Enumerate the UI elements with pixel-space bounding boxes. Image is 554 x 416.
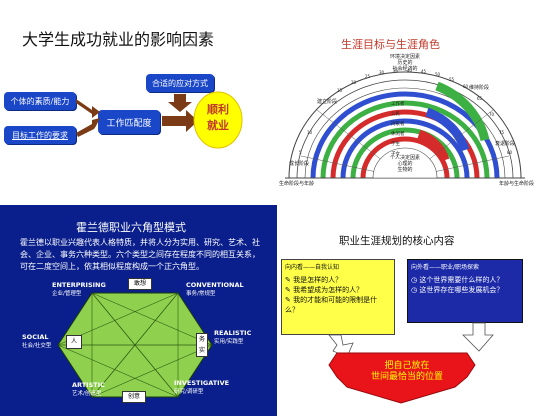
q4-arrows-banner xyxy=(328,322,494,404)
clock-icon: ◷ xyxy=(411,286,420,294)
age-tick-25: 25 xyxy=(365,74,371,79)
result-text: 顺利 就业 xyxy=(207,103,229,132)
q3-title: 霍兰德职业六角型模式 xyxy=(76,221,186,234)
job-requirement-box: 目标工作的要求 xyxy=(4,126,76,144)
rainbow-diagram xyxy=(285,71,525,179)
banner-text: 把自己放在 世间最恰当的位置 xyxy=(370,361,443,382)
life-stage-age-left: 生命阶段与年龄 xyxy=(279,181,315,187)
corner-investigative: INVESTIGATIVE 研究/调研型 xyxy=(174,379,230,395)
age-tick-80: 80 xyxy=(507,150,513,155)
hexagon-diagram xyxy=(57,292,213,398)
age-tick-15: 15 xyxy=(337,88,343,93)
down-arrow-icon xyxy=(168,94,192,112)
life-stage-age-right: 年龄与生命阶段 xyxy=(499,181,535,187)
age-tick-65: 65 xyxy=(477,96,483,101)
career-rainbow-panel: 生涯目标与生涯角色 环境决定因素 历史的 社会经济的 工作者 公民 持家者 xyxy=(277,0,554,205)
job-match-box: 工作匹配度 xyxy=(98,110,160,134)
corner-realistic: REALISTIC 实用/实践型 xyxy=(214,329,252,345)
stage-label-growth: 成长阶段 xyxy=(289,161,310,167)
q2-title: 生涯目标与生涯角色 xyxy=(341,38,440,51)
down-arrow-icon xyxy=(328,334,354,358)
right-arrow-icon xyxy=(162,110,198,132)
q1-title: 大学生成功就业的影响因素 xyxy=(22,30,215,49)
hex-box-bottom: 创意 xyxy=(122,391,146,403)
arrow-icon xyxy=(76,99,100,118)
corner-enterprising: ENTERPRISING 企业/管理型 xyxy=(52,281,106,297)
corner-conventional: CONVENTIONAL 事务/常规型 xyxy=(186,281,244,297)
pencil-icon: ✎ xyxy=(285,296,294,304)
env-labels: 环境决定因素 历史的 社会经济的 xyxy=(389,54,420,72)
age-tick-30: 30 xyxy=(379,70,385,75)
self-awareness-list: ✎ 我是怎样的人？ ✎ 我希望成为怎样的人？ ✎ 我的才能和可能的限制是什么？ xyxy=(285,276,378,314)
holland-description: 霍兰德以职业兴趣代表人格特质，并将人分为实用、研究、艺术、社会、企业、事务六种类… xyxy=(20,238,260,271)
world-exploration-list: ◷ 这个世界需要什么样的人？ ◷ 这世界存在哪些发展机会？ xyxy=(411,276,504,294)
career-core-panel: 职业生涯规划的核心内容 向内看——自我认知 ✎ 我是怎样的人？ ✎ 我希望成为怎… xyxy=(277,205,554,416)
self-awareness-box: 向内看——自我认知 ✎ 我是怎样的人？ ✎ 我希望成为怎样的人？ ✎ 我的才能和… xyxy=(281,259,395,335)
pencil-icon: ✎ xyxy=(285,276,294,284)
age-tick-55: 55 xyxy=(449,77,455,82)
self-awareness-header: 向内看——自我认知 xyxy=(285,264,340,271)
world-exploration-header: 向外看——职业/职场探索 xyxy=(411,264,480,271)
world-exploration-box: 向外看——职业/职场探索 ◷ 这个世界需要什么样的人？ ◷ 这世界存在哪些发展机… xyxy=(407,259,523,323)
influence-factors-panel: 大学生成功就业的影响因素 个体的素质/能力 目标工作的要求 合适的应对方式 工作… xyxy=(0,0,277,205)
success-circle xyxy=(193,91,243,149)
age-tick-5: 5 xyxy=(299,150,302,155)
clock-icon: ◷ xyxy=(411,276,420,284)
age-tick-45: 45 xyxy=(421,69,427,74)
stage-label-maintain: 维持阶段 xyxy=(469,85,490,91)
age-tick-70: 70 xyxy=(489,112,495,117)
personal-determinants: 个人决定因素 心理的 生物的 xyxy=(389,155,420,173)
age-tick-20: 20 xyxy=(351,80,357,85)
age-tick-75: 75 xyxy=(499,130,505,135)
q1-arrows xyxy=(76,91,243,149)
age-tick-35: 35 xyxy=(393,68,399,73)
age-tick-40: 40 xyxy=(407,68,413,73)
corner-social: SOCIAL 社会/社交型 xyxy=(22,333,52,349)
down-arrow-icon xyxy=(462,322,494,352)
q4-title: 职业生涯规划的核心内容 xyxy=(339,235,455,247)
pencil-icon: ✎ xyxy=(285,286,294,294)
arrow-icon xyxy=(76,118,100,137)
holland-hexagon-panel: 霍兰德职业六角型模式 霍兰德以职业兴趣代表人格特质，并将人分为实用、研究、艺术、… xyxy=(0,205,277,416)
coping-style-box: 合适的应对方式 xyxy=(146,74,214,92)
stage-label-establish: 建立阶段 xyxy=(317,99,338,105)
age-tick-10: 10 xyxy=(307,130,313,135)
individual-quality-box: 个体的素质/能力 xyxy=(4,92,76,110)
hex-box-left: 人 xyxy=(66,335,82,349)
hex-box-right: 务实 xyxy=(196,333,208,357)
corner-artistic: ARTISTIC 艺术/创造型 xyxy=(72,381,105,397)
hex-box-top: 敢想 xyxy=(128,278,152,290)
age-tick-60: 60 xyxy=(463,84,469,89)
red-banner xyxy=(328,352,476,404)
role-labels: 工作者 公民 持家者 休闲者 学生 子女 xyxy=(391,102,405,157)
age-tick-50: 50 xyxy=(435,72,441,77)
stage-label-decline: 衰退阶段 xyxy=(495,141,516,147)
